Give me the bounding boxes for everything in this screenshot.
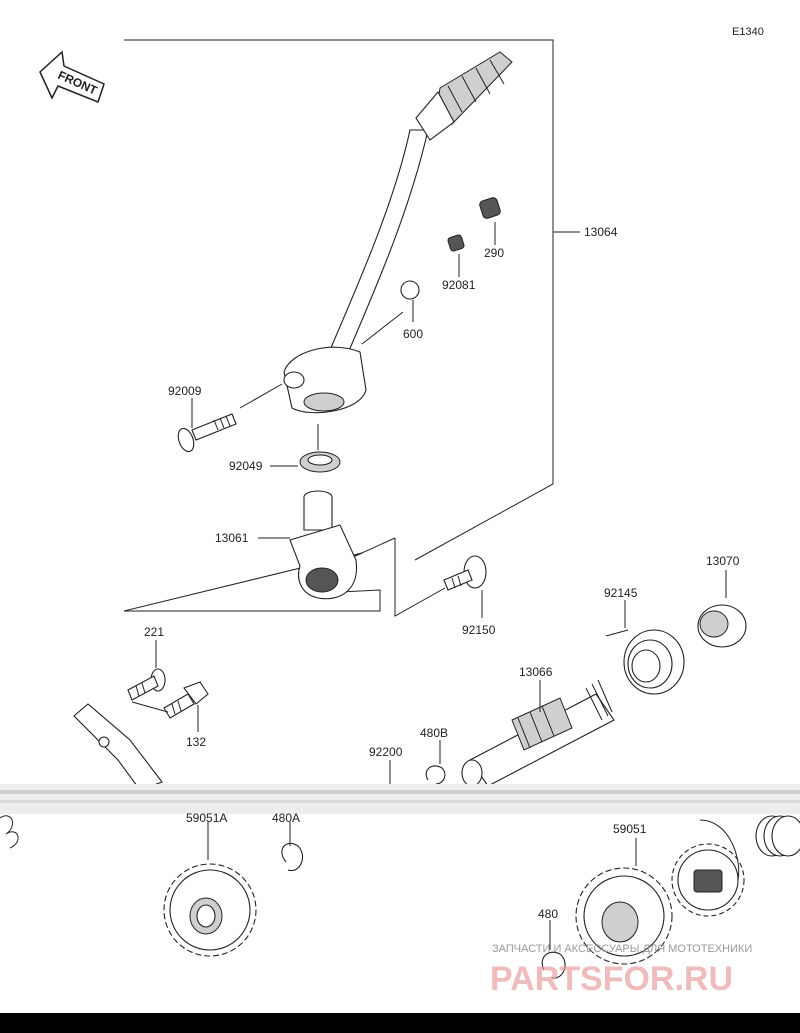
label-13070: 13070	[706, 554, 740, 568]
label-132: 132	[186, 735, 206, 749]
part-92150: 92150	[443, 555, 496, 637]
watermark-brand: PARTSFOR.RU	[490, 960, 733, 998]
label-59051: 59051	[613, 822, 647, 836]
front-arrow-icon: FRONT	[39, 50, 105, 103]
part-13070: 13070	[697, 554, 747, 648]
part-290: 290	[479, 197, 504, 260]
bracket	[73, 703, 163, 791]
part-92145: 92145	[604, 586, 685, 695]
label-92009: 92009	[168, 384, 202, 398]
label-600: 600	[403, 327, 423, 341]
label-92200: 92200	[369, 745, 403, 759]
part-480B: 480B	[420, 726, 448, 785]
label-480B: 480B	[420, 726, 448, 740]
bottom-bar	[0, 1013, 800, 1033]
label-221: 221	[144, 625, 164, 639]
part-480: 480	[538, 907, 566, 979]
part-92049: 92049	[229, 424, 341, 473]
label-13064: 13064	[584, 225, 618, 239]
part-221: 221	[127, 625, 166, 701]
kick-pedal-lever	[283, 51, 513, 414]
label-92145: 92145	[604, 586, 638, 600]
spring-left	[0, 815, 19, 849]
assembly-boundary	[123, 39, 554, 617]
part-92081: 92081	[442, 234, 476, 292]
part-92009: 92009	[168, 383, 283, 453]
label-92049: 92049	[229, 459, 263, 473]
diagram-code: E1340	[732, 26, 764, 38]
part-480A: 480A	[272, 811, 303, 872]
part-59051: 59051	[575, 822, 673, 965]
part-132: 132	[163, 681, 209, 749]
spring-right	[755, 815, 800, 857]
label-92150: 92150	[462, 623, 496, 637]
part-59051A: 59051A	[163, 811, 257, 957]
ratchet	[671, 819, 745, 917]
part-13066: 13066	[461, 665, 615, 787]
label-480A: 480A	[272, 811, 300, 825]
label-290: 290	[484, 246, 504, 260]
part-600: 600	[361, 280, 423, 345]
watermark-tagline: ЗАПЧАСТИ И АКСЕССУАРЫ ДЛЯ МОТОТЕХНИКИ	[492, 943, 752, 955]
part-13061: 13061	[215, 490, 358, 600]
label-59051A: 59051A	[186, 811, 227, 825]
label-92081: 92081	[442, 278, 476, 292]
label-13061: 13061	[215, 531, 249, 545]
label-480: 480	[538, 907, 558, 921]
scan-noise-band	[0, 784, 800, 814]
label-13066: 13066	[519, 665, 553, 679]
